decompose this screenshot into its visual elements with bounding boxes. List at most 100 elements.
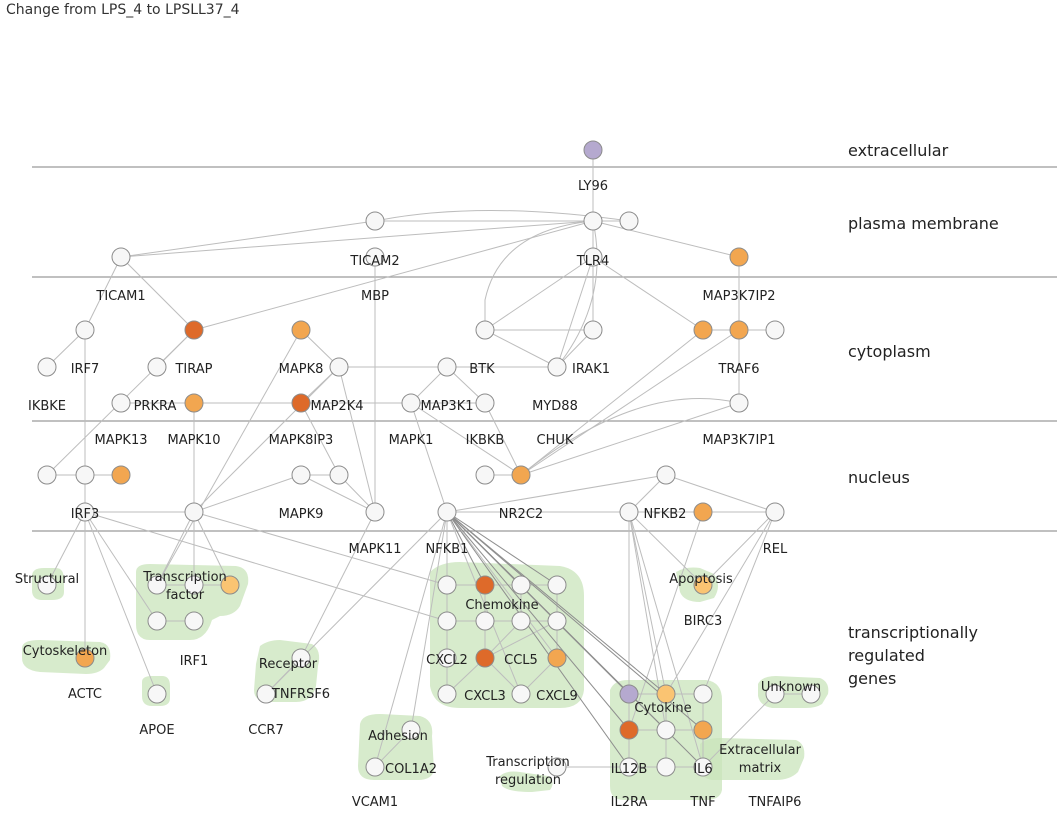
node-ad1[interactable] [401, 720, 421, 740]
node-c5[interactable] [583, 320, 603, 340]
node-irf7[interactable] [37, 357, 57, 377]
node-mapk9[interactable] [365, 502, 385, 522]
node-tr1[interactable] [547, 757, 567, 777]
node-cxcl2[interactable] [475, 648, 495, 668]
node-n1[interactable] [37, 465, 57, 485]
node-tlrA[interactable] [365, 211, 385, 231]
node-rel[interactable] [765, 502, 785, 522]
node-c4[interactable] [475, 320, 495, 340]
node-ch8[interactable] [547, 611, 567, 631]
node-n4[interactable] [291, 465, 311, 485]
node-cy3[interactable] [656, 684, 676, 704]
node-ch7[interactable] [511, 611, 531, 631]
node-n3[interactable] [583, 247, 603, 267]
edge-tlr4-map3k7ip2 [592, 220, 740, 258]
edge-nfkb1-cy3 [446, 511, 667, 695]
gene-label-traf6: TRAF6 [717, 362, 759, 377]
node-tnfrsf6[interactable] [256, 684, 276, 704]
node-c3[interactable] [291, 320, 311, 340]
edge-c3-tf1 [156, 329, 302, 586]
node-c1[interactable] [75, 320, 95, 340]
gene-label-mbp: MBP [361, 289, 389, 304]
gene-label-actc: ACTC [68, 687, 102, 702]
edge-nfkb1-ad1 [410, 511, 448, 731]
node-cy8[interactable] [656, 757, 676, 777]
node-ch6[interactable] [475, 611, 495, 631]
node-cy2[interactable] [619, 684, 639, 704]
node-tlrB[interactable] [619, 211, 639, 231]
node-btk[interactable] [437, 357, 457, 377]
edge-curve [193, 220, 594, 331]
node-tf1[interactable] [147, 575, 167, 595]
node-irak1[interactable] [547, 357, 567, 377]
node-col1a2[interactable] [365, 757, 385, 777]
node-c8[interactable] [765, 320, 785, 340]
node-nfkb1[interactable] [437, 502, 457, 522]
node-ap1[interactable] [693, 575, 713, 595]
node-tf5[interactable] [184, 611, 204, 631]
node-n5[interactable] [329, 465, 349, 485]
node-tf3[interactable] [220, 575, 240, 595]
node-ccl5[interactable] [547, 648, 567, 668]
node-tirap[interactable] [147, 357, 167, 377]
node-n6[interactable] [475, 465, 495, 485]
node-cy1[interactable] [75, 648, 95, 668]
gene-label-mapk8ip3: MAPK8IP3 [269, 433, 334, 448]
gene-label-mapk8: MAPK8 [279, 362, 324, 377]
node-cy6[interactable] [656, 720, 676, 740]
edge-nb2-cy5 [628, 511, 704, 731]
node-rc1[interactable] [291, 648, 311, 668]
node-ticam2[interactable] [365, 247, 385, 267]
node-c7[interactable] [729, 320, 749, 340]
node-c2[interactable] [184, 320, 204, 340]
node-n8[interactable] [656, 465, 676, 485]
node-cy7[interactable] [693, 720, 713, 740]
node-ch4[interactable] [547, 575, 567, 595]
node-n3b[interactable] [111, 465, 131, 485]
gene-label-irf1: IRF1 [180, 654, 209, 669]
node-ch9[interactable] [437, 648, 457, 668]
node-p5[interactable] [475, 393, 495, 413]
node-un2[interactable] [801, 684, 821, 704]
group-label-chemokine: Chemokine [465, 598, 538, 613]
node-t1[interactable] [184, 502, 204, 522]
node-il6[interactable] [693, 757, 713, 777]
node-ch5[interactable] [437, 611, 457, 631]
node-p2[interactable] [184, 393, 204, 413]
node-ticam1[interactable] [111, 247, 131, 267]
node-nb2[interactable] [693, 502, 713, 522]
node-ly96[interactable] [583, 140, 603, 160]
node-cxcl3[interactable] [437, 684, 457, 704]
node-tlr4[interactable] [583, 211, 603, 231]
node-prkra[interactable] [111, 393, 131, 413]
gene-label-cxcl3: CXCL3 [464, 689, 506, 704]
node-cxcl9[interactable] [511, 684, 531, 704]
edge-n8-nfkb1 [446, 474, 667, 513]
node-tf4[interactable] [147, 611, 167, 631]
node-apoe[interactable] [147, 684, 167, 704]
node-un1[interactable] [765, 684, 785, 704]
node-s1[interactable] [37, 575, 57, 595]
node-ch2[interactable] [475, 575, 495, 595]
node-c6[interactable] [693, 320, 713, 340]
node-cy5[interactable] [619, 720, 639, 740]
gene-label-il12b: IL12B [611, 762, 648, 777]
node-map3k1[interactable] [401, 393, 421, 413]
node-il12b[interactable] [619, 757, 639, 777]
node-map3k7ip2[interactable] [729, 247, 749, 267]
node-n2[interactable] [75, 465, 95, 485]
node-tf2[interactable] [184, 575, 204, 595]
node-mapk8[interactable] [329, 357, 349, 377]
node-nfkb2[interactable] [619, 502, 639, 522]
node-irf3[interactable] [75, 502, 95, 522]
node-ch3[interactable] [511, 575, 531, 595]
gene-label-tnf: TNF [689, 795, 715, 810]
node-map2k4[interactable] [291, 393, 311, 413]
node-cy4[interactable] [693, 684, 713, 704]
gene-label-ticam2: TICAM2 [349, 254, 399, 269]
node-n7[interactable] [511, 465, 531, 485]
node-ch1[interactable] [437, 575, 457, 595]
node-map3k7ip1[interactable] [729, 393, 749, 413]
